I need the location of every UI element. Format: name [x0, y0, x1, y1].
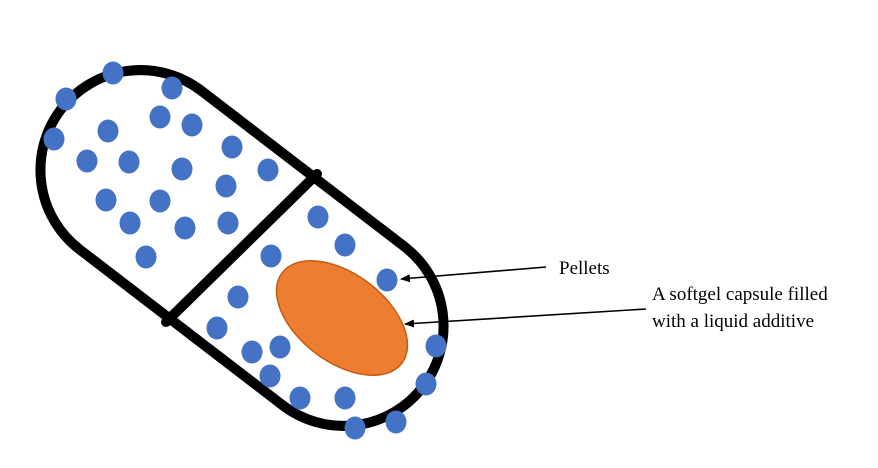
pellet: [335, 387, 356, 410]
pellet: [98, 120, 119, 143]
pellet: [335, 234, 356, 257]
pellet: [77, 150, 98, 173]
pellet: [172, 158, 193, 181]
pellet: [150, 106, 171, 129]
pellet: [345, 417, 366, 440]
pellet: [207, 317, 228, 340]
pellet: [162, 77, 183, 100]
pellet: [290, 387, 311, 410]
pellet: [44, 128, 65, 151]
pellet: [96, 189, 117, 212]
pellet: [416, 373, 437, 396]
pellet: [386, 411, 407, 434]
pellet: [182, 114, 203, 137]
pellet: [120, 212, 141, 235]
pellet: [308, 206, 329, 229]
pellet: [377, 269, 398, 292]
pellet: [136, 246, 157, 269]
pellet: [103, 62, 124, 85]
pellet: [426, 335, 447, 358]
pellet: [260, 365, 281, 388]
pellet: [258, 159, 279, 182]
pellets-label: Pellets: [559, 258, 610, 279]
pellet: [228, 286, 249, 309]
pellet: [261, 245, 282, 268]
softgel-label-line1: A softgel capsule filled: [652, 284, 828, 305]
pellet: [150, 190, 171, 213]
pellet: [216, 175, 237, 198]
pellet: [175, 217, 196, 240]
pellet: [270, 336, 291, 359]
pellet: [218, 212, 239, 235]
pellet: [222, 136, 243, 159]
softgel-label-line2: with a liquid additive: [652, 311, 814, 332]
pellet: [242, 341, 263, 364]
pellet: [56, 88, 77, 111]
pellet: [119, 151, 140, 174]
